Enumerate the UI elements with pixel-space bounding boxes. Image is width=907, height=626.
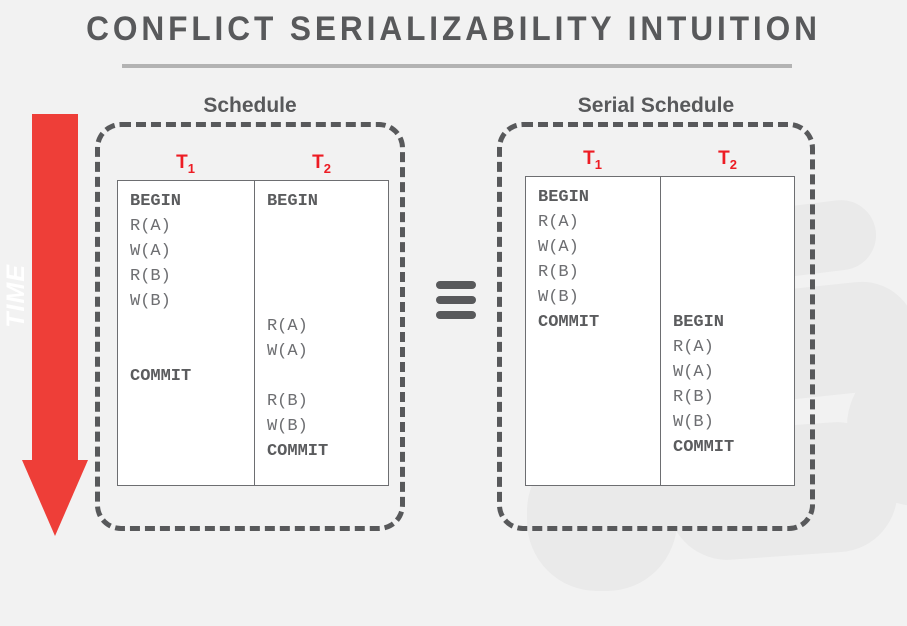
- schedule-blank-line: [673, 460, 794, 485]
- transaction-header-t2: T2: [660, 148, 795, 172]
- schedule-operation: R(A): [673, 338, 714, 357]
- schedule-operation: W(B): [130, 292, 171, 311]
- schedule-blank-line: [673, 235, 794, 260]
- schedule-blank-line: [130, 439, 254, 464]
- equivalent-bar: [436, 296, 476, 304]
- schedule-operation: W(A): [266, 342, 308, 361]
- schedule-blank-line: [673, 285, 794, 310]
- schedule-operation: R(B): [673, 388, 714, 407]
- schedule-blank-line: [673, 210, 794, 235]
- schedule-blank-line: [673, 185, 794, 210]
- watermark-shape: [847, 356, 907, 506]
- schedule-table: BEGIN R(A) W(A) R(B) W(B) COMMIT BEGIN R(A) W(A…: [525, 176, 795, 486]
- schedule-operation: R(A): [538, 213, 579, 232]
- schedule-blank-line: [267, 214, 388, 239]
- transaction-header-letter: T: [176, 152, 188, 173]
- schedule-blank-line: [267, 289, 388, 314]
- schedule-operation: COMMIT: [673, 438, 735, 457]
- schedule-operation: COMMIT: [538, 313, 600, 332]
- time-arrow-head-icon: [22, 460, 88, 536]
- schedule-operation: W(A): [130, 242, 171, 261]
- schedule-operation: R(B): [538, 263, 579, 282]
- schedule-blank-line: [267, 464, 388, 489]
- schedule-operation: COMMIT: [266, 442, 329, 461]
- transaction-column-t2: BEGIN R(A) W(A) R(B) W(B) COMMIT: [660, 177, 794, 485]
- title-divider: [122, 64, 792, 68]
- schedule-operation: R(B): [266, 392, 308, 411]
- schedule-operation: BEGIN: [538, 188, 590, 207]
- schedule-blank-line: [538, 460, 660, 485]
- schedule-blank-line: [267, 239, 388, 264]
- time-arrow-label: TIME: [2, 264, 30, 328]
- schedule-blank-line: [130, 314, 254, 339]
- transaction-header-t2: T2: [254, 152, 389, 176]
- schedule-blank-line: [130, 464, 254, 489]
- schedule-operation: R(A): [130, 217, 171, 236]
- schedule-operation: R(B): [130, 267, 171, 286]
- transaction-header-letter: T: [583, 148, 595, 169]
- transaction-header-letter: T: [718, 148, 730, 169]
- transaction-header-letter: T: [312, 152, 324, 173]
- transaction-header-t1: T1: [525, 148, 660, 172]
- page-title: CONFLICT SERIALIZABILITY INTUITION: [86, 10, 821, 48]
- schedule-operation: W(B): [538, 288, 579, 307]
- panel-caption: Schedule: [203, 94, 297, 117]
- time-arrow: TIME: [2, 114, 88, 536]
- schedule-operation: BEGIN: [673, 313, 725, 332]
- schedule-blank-line: [538, 385, 660, 410]
- schedule-blank-line: [673, 260, 794, 285]
- transaction-header-t1: T1: [117, 152, 254, 176]
- transaction-header-index: 1: [187, 160, 195, 176]
- schedule-blank-line: [267, 264, 388, 289]
- schedule-dashed-border: [95, 122, 405, 531]
- schedule-blank-line: [130, 339, 254, 364]
- schedule-blank-line: [130, 389, 254, 414]
- schedule-operation: BEGIN: [130, 192, 182, 211]
- transaction-column-t1: BEGIN R(A) W(A) R(B) W(B) COMMIT: [118, 181, 254, 485]
- equivalent-bar: [436, 311, 476, 319]
- transaction-header-index: 1: [594, 156, 602, 172]
- schedule-blank-line: [130, 414, 254, 439]
- transaction-header-index: 2: [729, 156, 737, 172]
- schedule-blank-line: [538, 360, 660, 385]
- time-arrow-shaft: [32, 114, 78, 466]
- schedule-table: BEGIN R(A) W(A) R(B) W(B) COMMIT BEGIN R(A) W…: [117, 180, 389, 486]
- schedule-blank-line: [538, 435, 660, 460]
- schedule-operation: W(A): [673, 363, 714, 382]
- transaction-column-t1: BEGIN R(A) W(A) R(B) W(B) COMMIT: [526, 177, 660, 485]
- schedule-operation: W(B): [673, 413, 714, 432]
- transaction-header-index: 2: [323, 160, 331, 176]
- schedule-operation: W(B): [266, 417, 308, 436]
- schedule-blank-line: [538, 410, 660, 435]
- schedule-operation: COMMIT: [130, 367, 192, 386]
- schedule-operation: W(A): [538, 238, 579, 257]
- equivalent-icon: [436, 281, 476, 319]
- panel-caption: Serial Schedule: [577, 94, 735, 117]
- schedule-blank-line: [267, 364, 388, 389]
- schedule-dashed-border: [497, 122, 815, 531]
- equivalent-bar: [436, 281, 476, 289]
- schedule-operation: R(A): [266, 317, 308, 336]
- schedule-operation: BEGIN: [266, 192, 318, 211]
- schedule-blank-line: [538, 335, 660, 360]
- transaction-column-t2: BEGIN R(A) W(A) R(B) W(B) COMMIT: [253, 181, 388, 485]
